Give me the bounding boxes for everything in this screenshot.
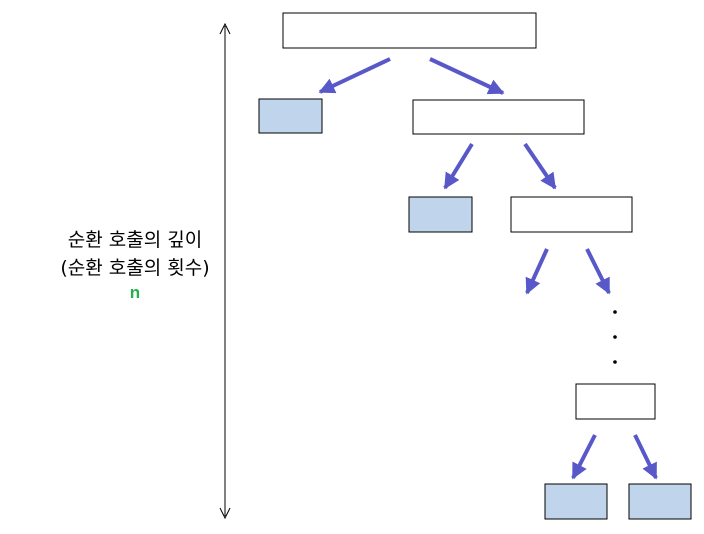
depth-axis-bottom-arrowhead <box>219 507 231 520</box>
arrow-level2-left <box>525 248 549 295</box>
arrow-root-to-call <box>429 57 505 95</box>
depth-label: 순환 호출의 깊이 (순환 호출의 횟수) n <box>30 226 240 304</box>
leaf-node-level1 <box>258 98 323 134</box>
ellipsis-dot <box>613 335 617 339</box>
depth-variable: n <box>129 283 141 302</box>
arrow-level1-to-call <box>523 142 557 190</box>
ellipsis-dot <box>613 310 617 314</box>
arrow-deepest-to-right-leaf <box>633 434 658 480</box>
leaf-node-bottom-left <box>544 483 608 520</box>
ellipsis-dot <box>613 360 617 364</box>
call-node-deepest <box>575 383 656 420</box>
ellipsis-dots <box>613 310 617 364</box>
depth-label-line2: (순환 호출의 횟수) <box>60 257 210 279</box>
tree-nodes <box>258 12 692 520</box>
depth-axis-top-arrowhead <box>219 22 231 35</box>
arrow-level1-to-leaf <box>443 142 474 190</box>
root-call-node <box>282 12 537 49</box>
arrow-level2-right <box>585 248 611 295</box>
depth-axis <box>219 22 231 520</box>
leaf-node-level2 <box>408 196 473 233</box>
call-node-level1 <box>412 99 585 135</box>
tree-arrows <box>318 57 658 480</box>
arrow-root-to-leaf <box>318 57 391 94</box>
arrow-deepest-to-left-leaf <box>571 434 597 480</box>
call-node-level2 <box>510 196 633 233</box>
depth-label-line1: 순환 호출의 깊이 <box>67 229 203 251</box>
leaf-node-bottom-right <box>628 483 692 520</box>
